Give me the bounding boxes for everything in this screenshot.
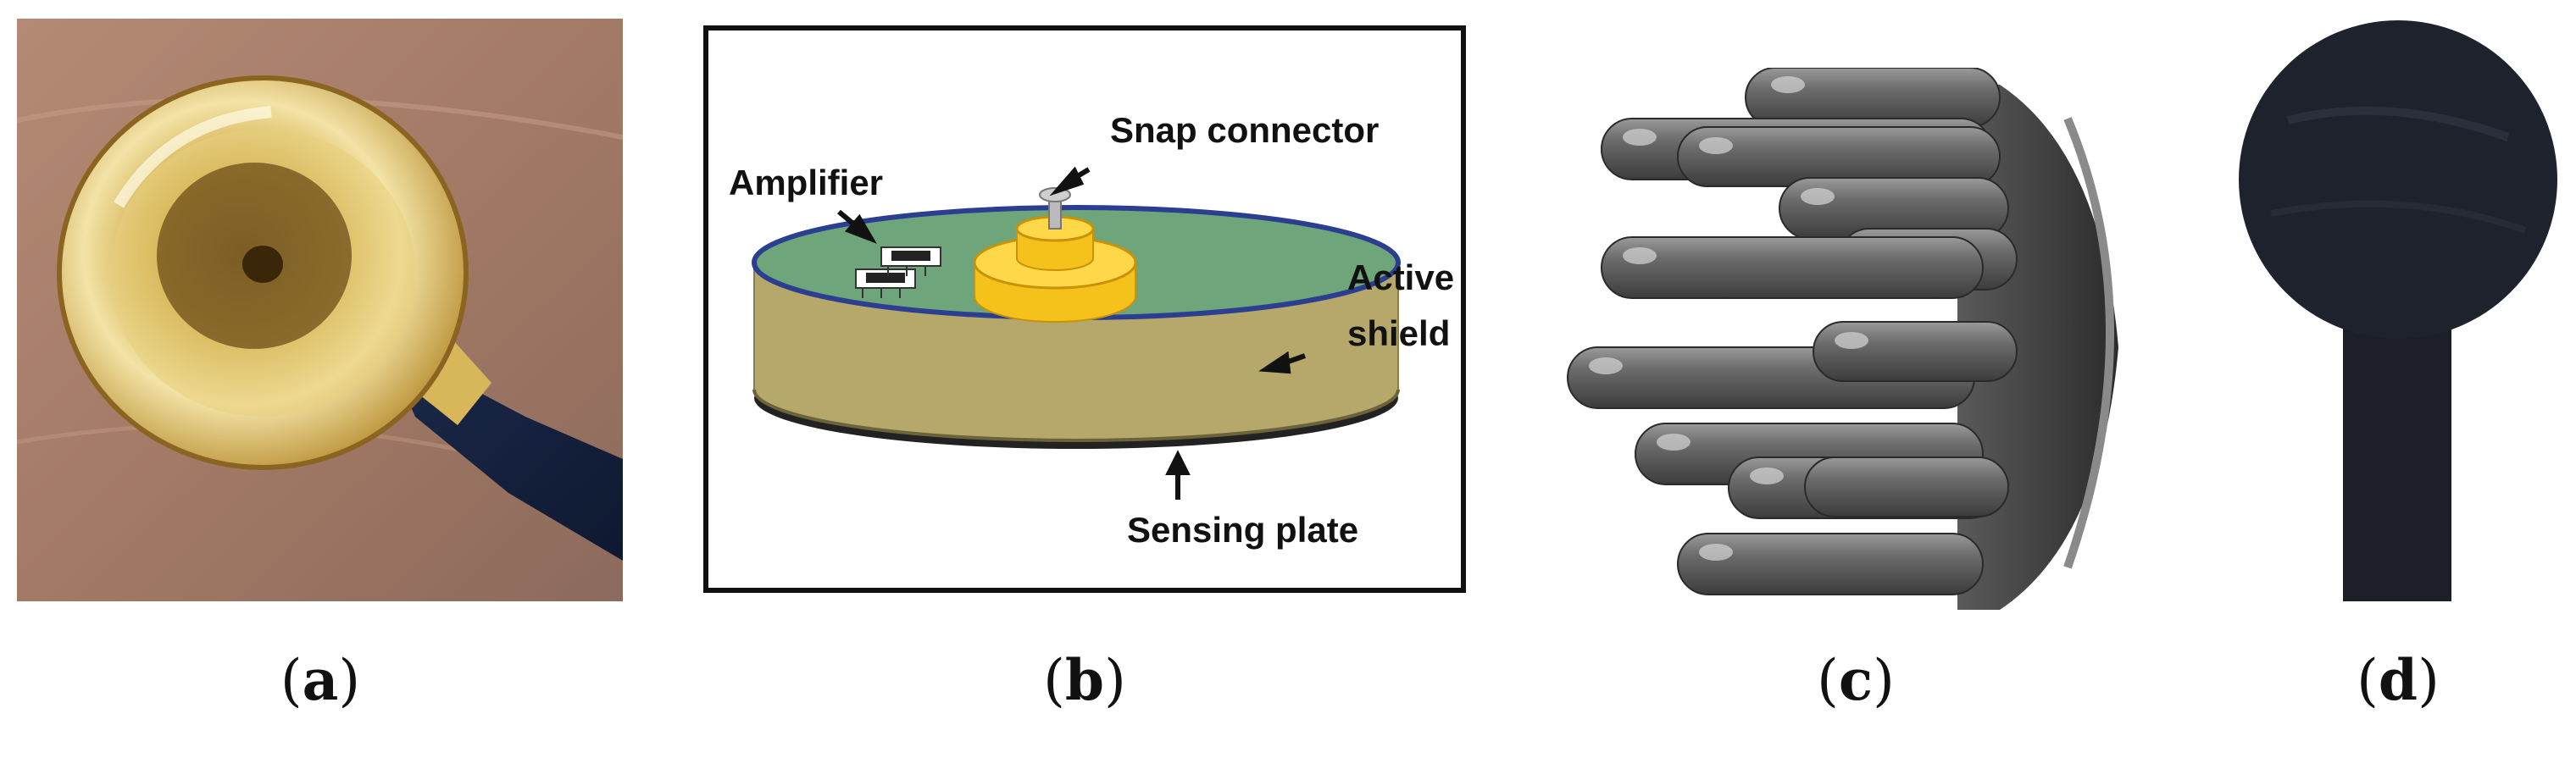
label-shield: shield [1347, 313, 1450, 353]
caption-d: (d) [2357, 647, 2440, 713]
pin-electrode-image [1567, 68, 2118, 610]
caption-a: (a) [280, 647, 361, 713]
label-active: Active [1347, 257, 1454, 297]
active-electrode-diagram: Snap connector Amplifier Active shield S… [703, 25, 1466, 593]
label-arrows [837, 166, 1306, 500]
amplifier-chips [855, 246, 941, 298]
panel-b-diagram: Snap connector Amplifier Active shield S… [703, 25, 1466, 593]
round-electrode-image [2237, 19, 2559, 601]
label-sensing-plate: Sensing plate [1127, 510, 1358, 550]
panel-c-photo [1559, 68, 2161, 610]
cup-electrode-image [17, 19, 623, 601]
label-amplifier: Amplifier [729, 163, 883, 202]
label-snap-connector: Snap connector [1110, 110, 1379, 150]
caption-c: (c) [1817, 647, 1895, 713]
snap-connector-shape [973, 187, 1137, 323]
panel-a-photo [17, 19, 623, 601]
caption-b: (b) [1043, 647, 1126, 713]
panel-d-photo [2237, 19, 2559, 601]
